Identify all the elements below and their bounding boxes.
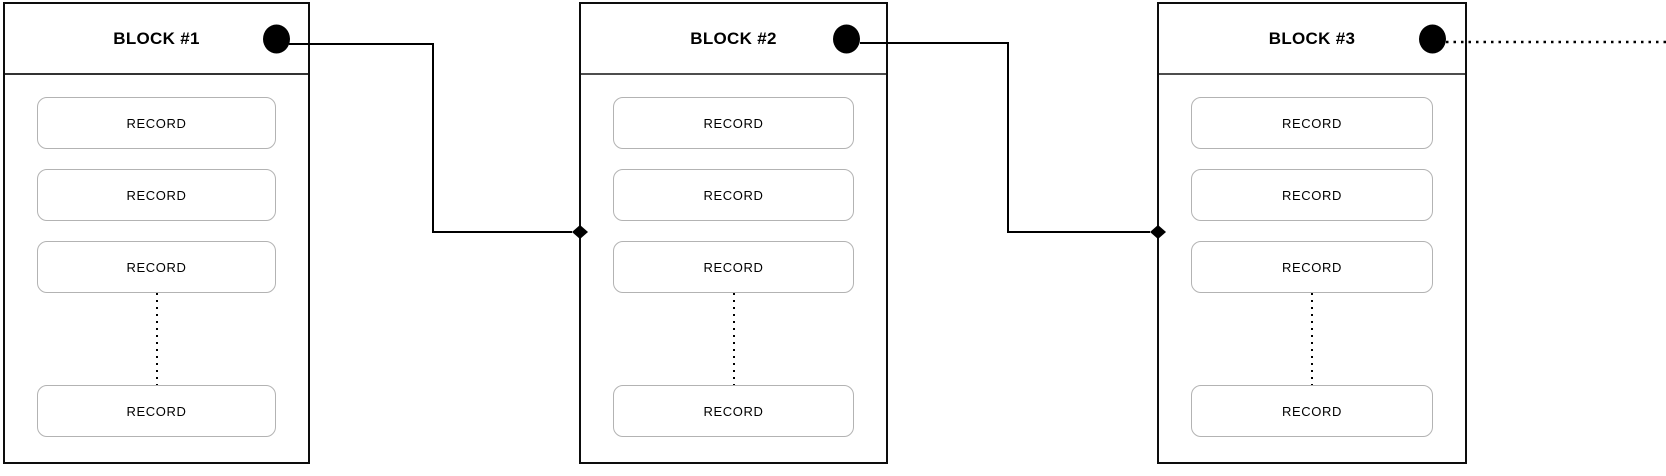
block-3-body: RECORD RECORD RECORD RECORD <box>1159 97 1465 437</box>
block-3-header: BLOCK #3 <box>1159 4 1465 75</box>
block-1-body: RECORD RECORD RECORD RECORD <box>5 97 308 437</box>
chain-link-dot-icon <box>1419 24 1446 53</box>
block-2-header: BLOCK #2 <box>581 4 886 75</box>
record-box: RECORD <box>1191 241 1433 293</box>
record-box: RECORD <box>1191 169 1433 221</box>
record-box: RECORD <box>37 241 276 293</box>
record-box: RECORD <box>613 169 854 221</box>
connector-block1-block2 <box>289 43 588 239</box>
record-box: RECORD <box>613 97 854 149</box>
record-box: RECORD <box>1191 97 1433 149</box>
ellipsis-icon <box>155 293 158 385</box>
block-2: BLOCK #2 RECORD RECORD RECORD RECORD <box>579 2 888 464</box>
record-box: RECORD <box>37 385 276 437</box>
ellipsis-icon <box>732 293 735 385</box>
block-2-body: RECORD RECORD RECORD RECORD <box>581 97 886 437</box>
chain-link-dot-icon <box>263 24 290 53</box>
ellipsis-icon <box>1311 293 1313 385</box>
record-box: RECORD <box>37 97 276 149</box>
block-1-header: BLOCK #1 <box>5 4 308 75</box>
record-box: RECORD <box>1191 385 1433 437</box>
record-box: RECORD <box>613 385 854 437</box>
block-3: BLOCK #3 RECORD RECORD RECORD RECORD <box>1157 2 1467 464</box>
record-box: RECORD <box>37 169 276 221</box>
connector-block2-block3 <box>860 42 1166 239</box>
block-2-title: BLOCK #2 <box>690 28 777 48</box>
record-box: RECORD <box>613 241 854 293</box>
block-1: BLOCK #1 RECORD RECORD RECORD RECORD <box>3 2 310 464</box>
block-1-title: BLOCK #1 <box>113 28 200 48</box>
block-3-title: BLOCK #3 <box>1268 28 1356 48</box>
chain-link-dot-icon <box>833 24 860 53</box>
